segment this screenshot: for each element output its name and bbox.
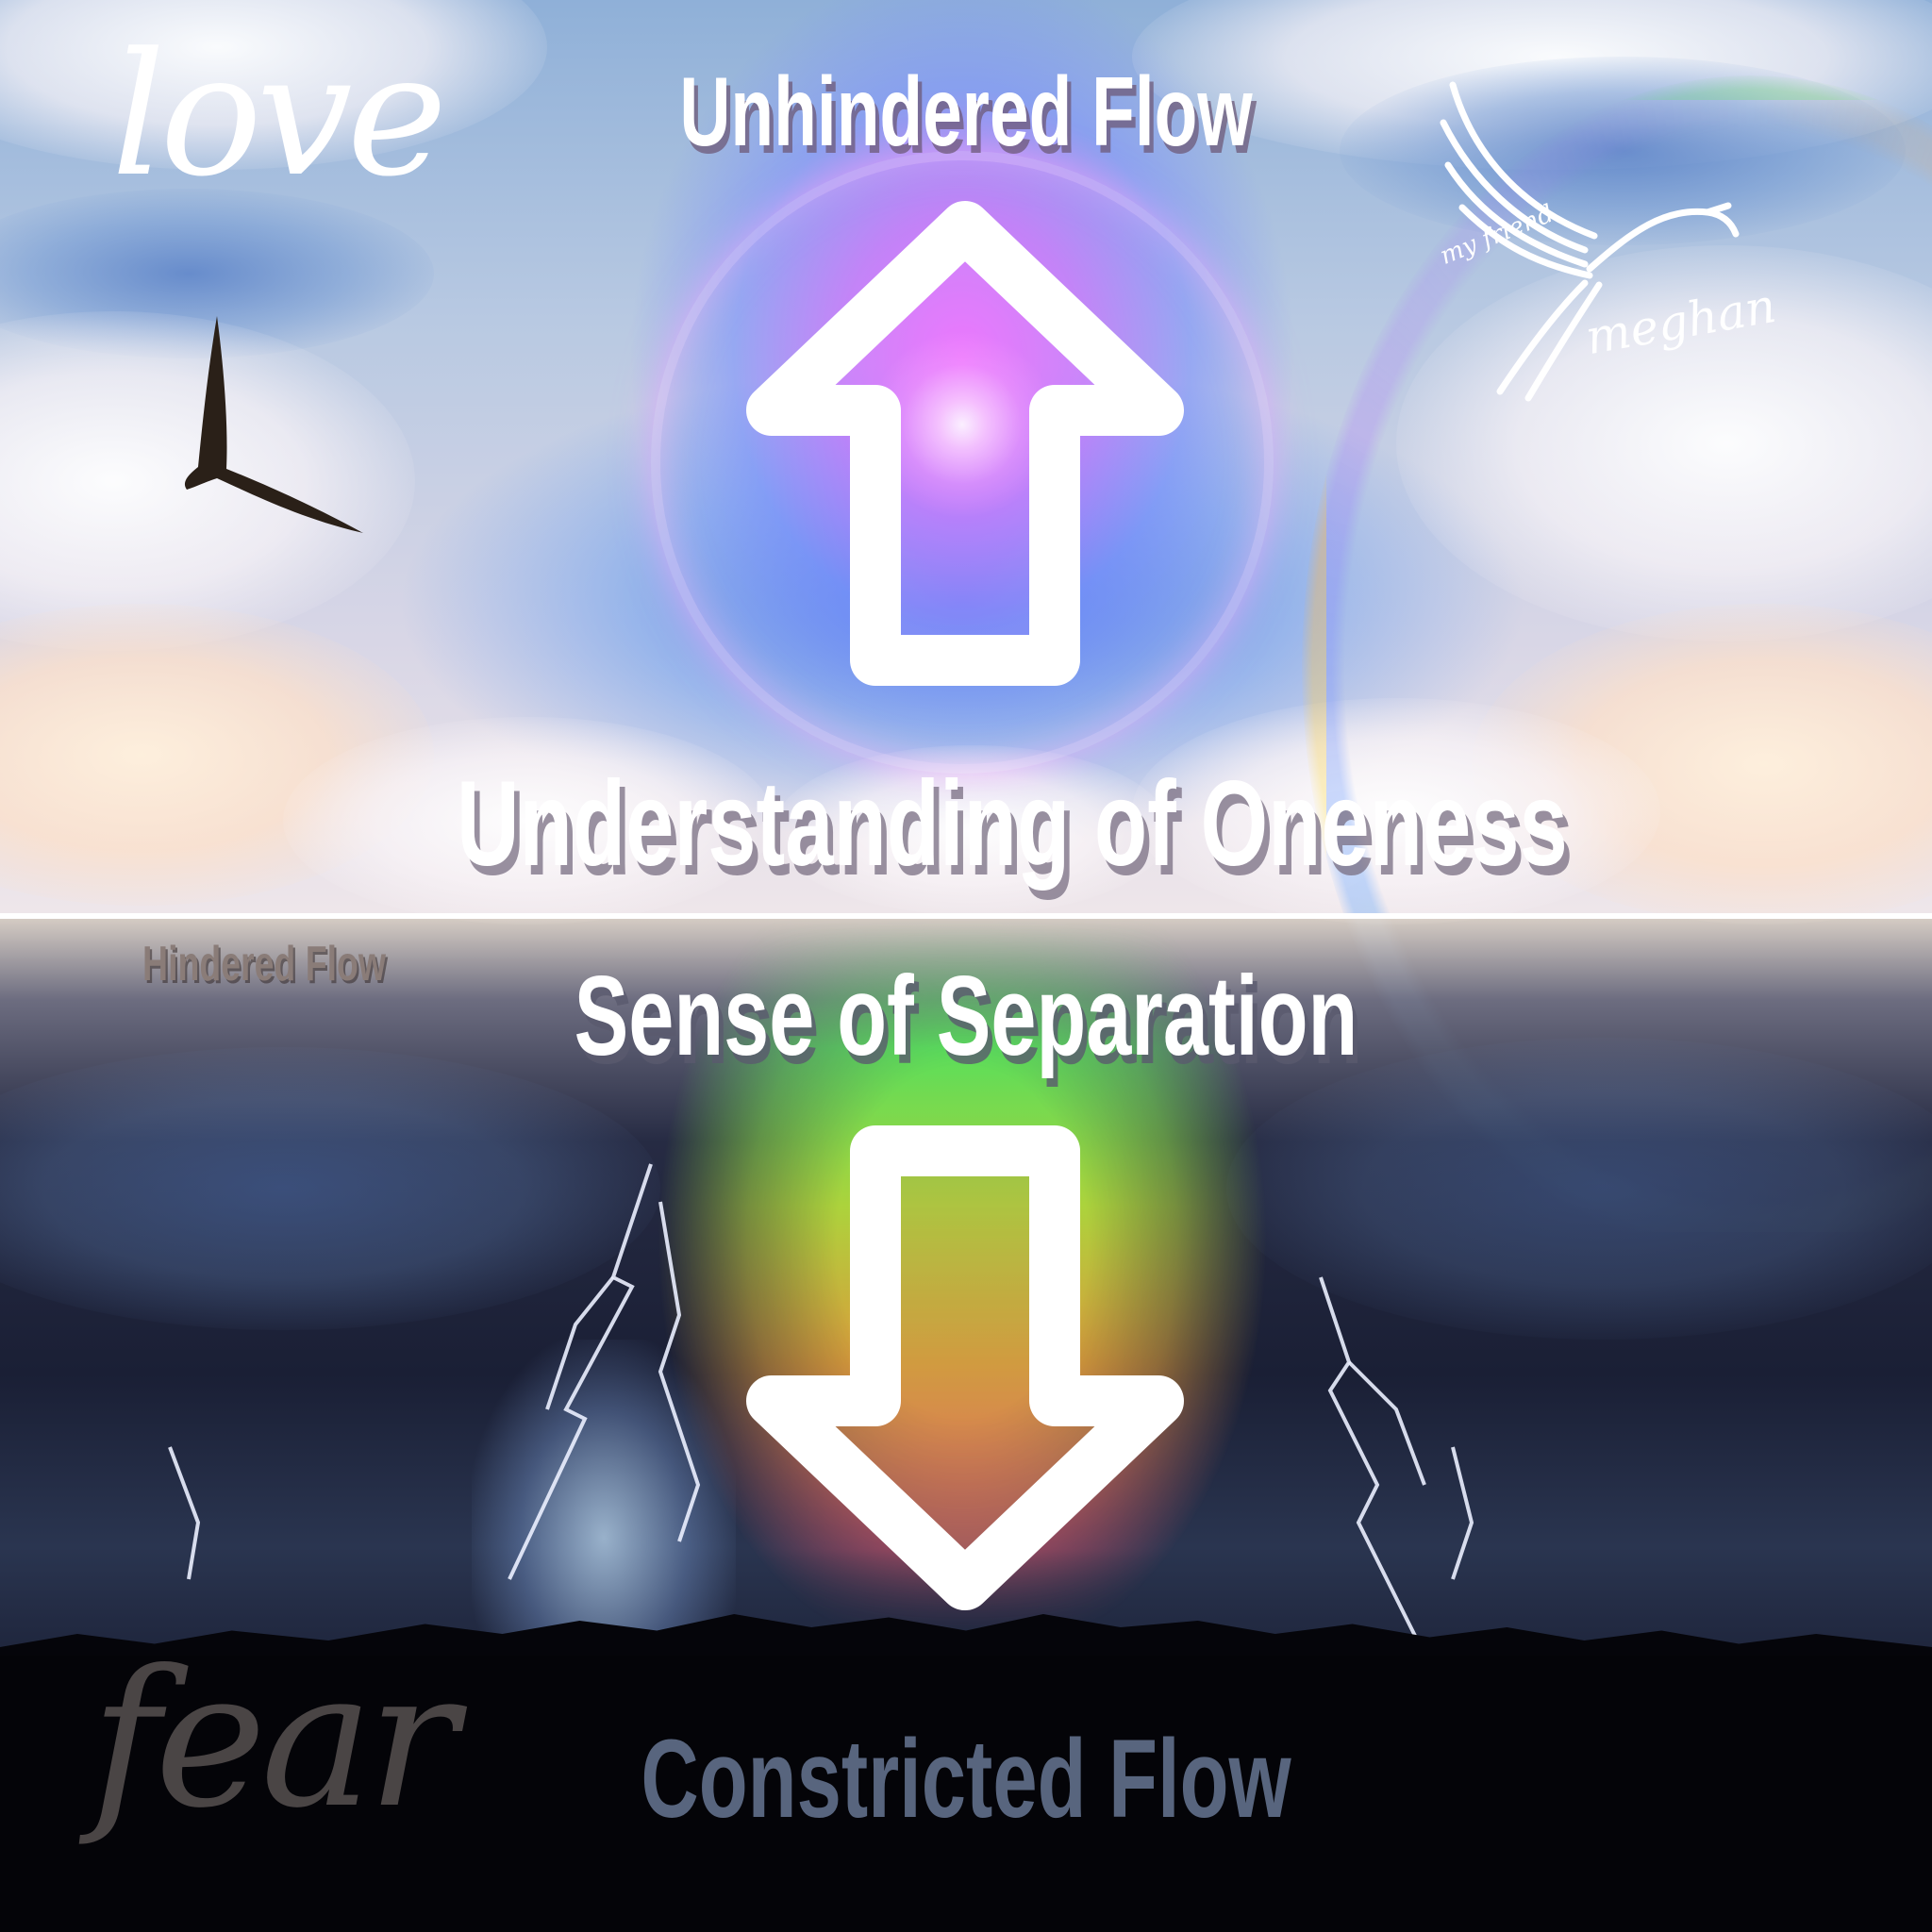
down-arrow-icon: [746, 1125, 1184, 1610]
lightning-bolts: [168, 1163, 1474, 1637]
dove-icon: [1440, 81, 1740, 402]
cloud: [774, 745, 1170, 915]
constricted-flow-heading: Constricted Flow: [641, 1717, 1291, 1841]
divider-line: [0, 913, 1932, 919]
seagull-icon: [184, 316, 363, 533]
fear-script-word: fear: [91, 1630, 458, 1850]
love-script-word: love: [111, 17, 447, 214]
storm-cloud: [1226, 1038, 1932, 1340]
aura-halo: [651, 151, 1274, 774]
cloud: [283, 717, 774, 924]
oneness-heading: Understanding of Oneness: [457, 757, 1568, 891]
hindered-flow-label: Hindered Flow: [142, 937, 386, 991]
rainbow-beam: [604, 919, 1321, 1636]
ground: [0, 1656, 1932, 1932]
up-arrow-icon: [746, 201, 1184, 686]
cloud: [1132, 698, 1660, 924]
cloud: [1340, 57, 1906, 245]
unhindered-flow-heading: Unhindered Flow: [679, 58, 1253, 167]
separation-heading: Sense of Separation: [574, 953, 1358, 1079]
storm-cloud: [0, 1047, 660, 1330]
cloud: [1396, 245, 1932, 641]
